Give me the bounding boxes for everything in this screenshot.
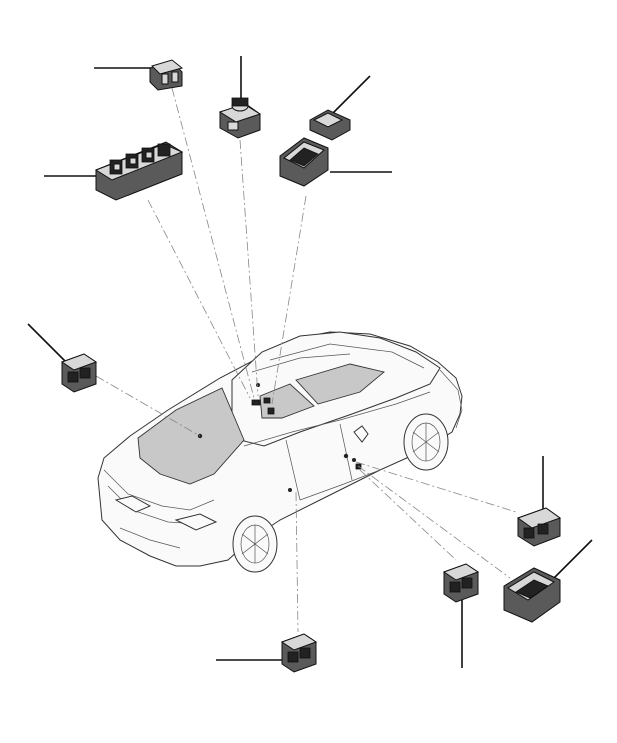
rotary-switch-icon: [218, 97, 262, 139]
connector-lines: [95, 87, 517, 633]
car-illustration: [97, 331, 463, 573]
window-switch-pack-icon: [94, 141, 184, 201]
console-switch-mark-3: [267, 407, 275, 415]
console-switch-mark-2: [263, 397, 271, 404]
switch-module-icon: [516, 507, 562, 547]
door-point-1: [343, 453, 349, 459]
rear-door-point: [288, 488, 292, 492]
console-point: [256, 383, 260, 387]
console-switch-mark: [251, 399, 261, 406]
side-window-front: [295, 363, 385, 405]
switch-module-icon: [280, 633, 318, 673]
rocker-switch-icon: [309, 109, 351, 141]
seat-switch-icon: [279, 137, 329, 187]
switch-module-icon: [149, 59, 184, 91]
seat-switch-icon: [503, 567, 561, 623]
door-point-2: [352, 458, 356, 462]
leader-lines: [27, 56, 593, 668]
switch-module-icon: [442, 563, 480, 603]
switch-module-icon: [60, 353, 98, 393]
rear-window: [137, 387, 245, 485]
